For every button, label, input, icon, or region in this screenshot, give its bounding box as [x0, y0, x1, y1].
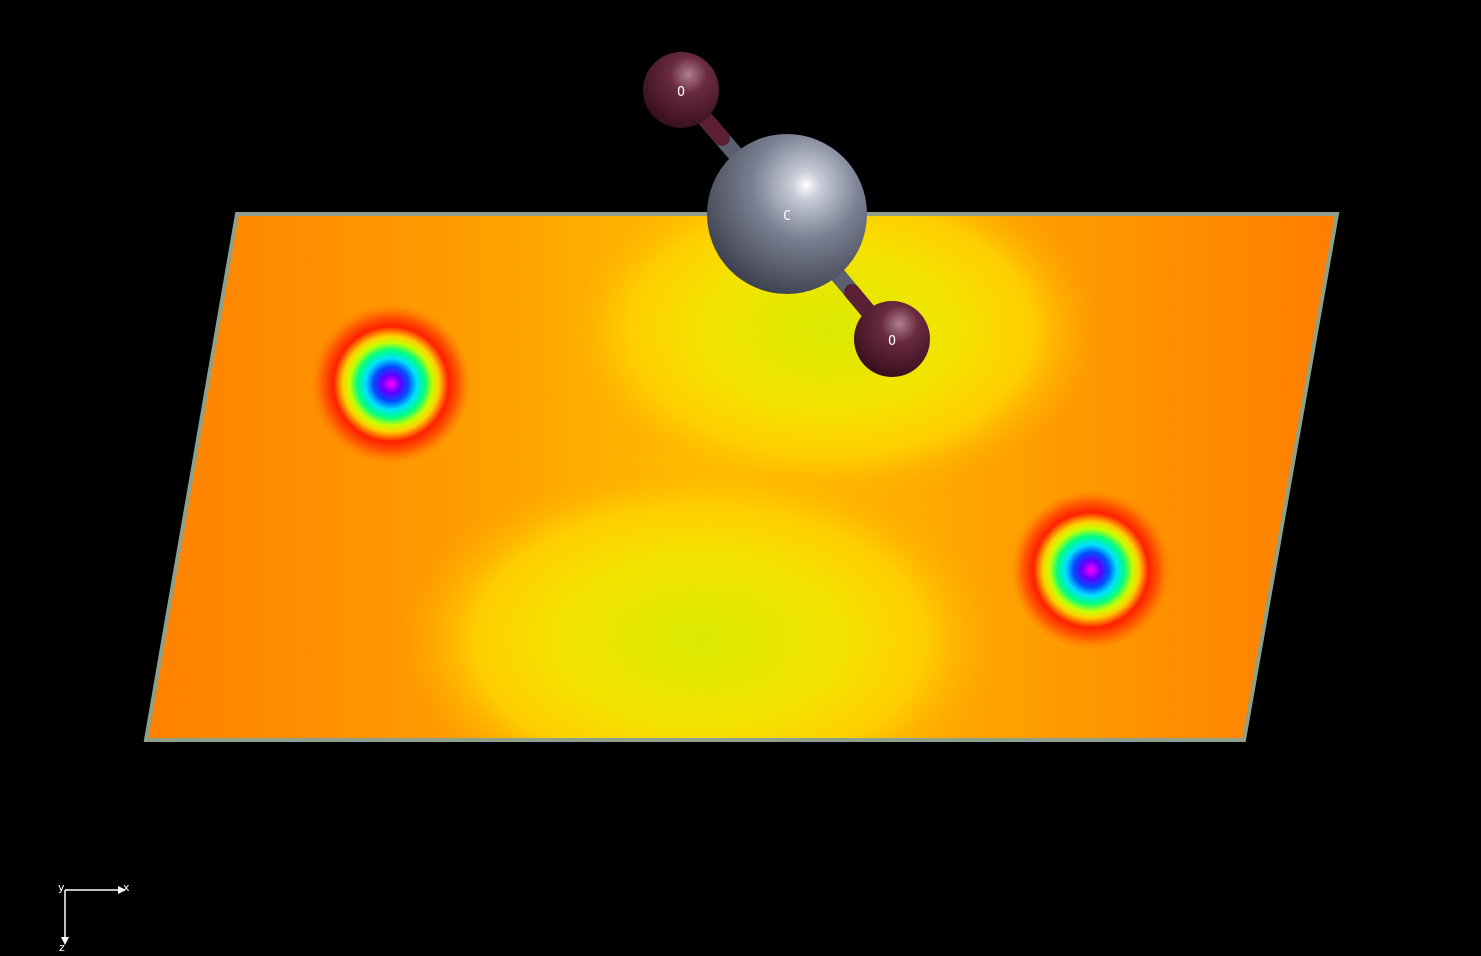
- atom-bottom-oxygen[interactable]: O: [854, 301, 930, 377]
- hotspot-right: [1011, 490, 1171, 650]
- axis-indicator: x y z: [58, 881, 130, 954]
- hotspot-left: [311, 304, 471, 464]
- axis-z-label: z: [59, 941, 65, 954]
- atom-label: O: [677, 85, 685, 100]
- atom-top-oxygen[interactable]: O: [643, 52, 719, 128]
- molecule[interactable]: O C O: [643, 52, 930, 377]
- atom-label: C: [783, 209, 791, 224]
- atom-label: O: [888, 334, 896, 349]
- axis-y-label: y: [58, 881, 65, 894]
- atom-central-carbon[interactable]: C: [707, 134, 867, 294]
- cell-frame: [143, 212, 1340, 742]
- slice-plane: [146, 214, 1337, 740]
- axis-x-label: x: [123, 881, 130, 894]
